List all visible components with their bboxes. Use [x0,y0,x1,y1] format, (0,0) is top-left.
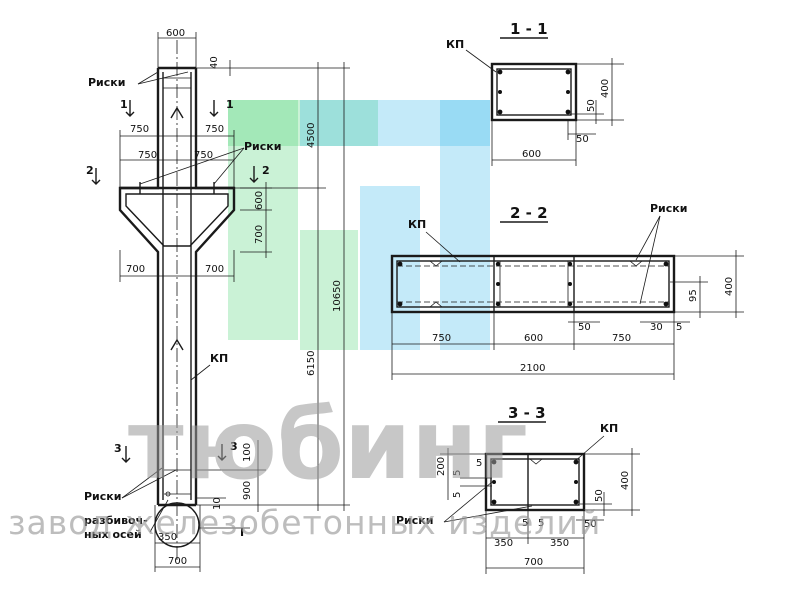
dim-s22-600: 600 [524,333,543,344]
section-2-2: 2 - 2 КП Риски 750 600 750 2100 [390,202,744,380]
dim-s33-350a: 350 [494,538,513,549]
section-3-3-kp: КП [600,422,618,435]
cut-3-right: 3 [230,440,238,453]
label-kp-column: КП [210,352,228,365]
dim-height-lower: 6150 [306,351,317,376]
dim-base-10: 10 [212,497,223,510]
section-3-3-title: 3 - 3 [508,404,546,422]
dim-half-left-2: 750 [138,150,157,161]
dim-lower-right: 700 [205,264,224,275]
dim-s33-50b: 50 [584,519,597,530]
dim-s33-350b: 350 [550,538,569,549]
dim-base-width: 700 [168,556,187,567]
label-riski-base: Риски [84,490,121,503]
dim-half-right-2: 750 [194,150,213,161]
section-1-1-title: 1 - 1 [510,20,548,38]
column-dimensions: 600 40 750 750 750 750 700 700 600 700 4… [119,28,350,572]
label-axes-2: ных осей [84,528,142,541]
dim-s22-400: 400 [724,277,735,296]
dim-base-350: 350 [158,532,177,543]
dim-s11-height: 400 [600,79,611,98]
dim-s33-5c: 5 [452,492,463,498]
dim-s33-700: 700 [524,557,543,568]
label-t-mark: I [240,526,244,539]
cut-1-right: 1 [226,98,234,111]
dim-base-100: 100 [242,443,253,462]
dim-s22-95: 95 [688,289,699,302]
dim-s11-50b: 50 [576,134,589,145]
label-axes-1: разбивоч- [84,514,148,527]
section-1-1: 1 - 1 КП 600 400 50 50 [446,20,624,166]
cut-2-left: 2 [86,164,94,177]
dim-bracket-700: 700 [254,225,265,244]
watermark-tagline: завод железобетонных изделий [8,503,601,542]
watermark-text: тюбинг завод железобетонных изделий [8,389,601,542]
section-2-2-title: 2 - 2 [510,204,548,222]
dim-s22-750a: 750 [432,333,451,344]
dim-half-left: 750 [130,124,149,135]
section-3-3-riski: Риски [396,514,433,527]
dim-base-900: 900 [242,481,253,500]
dim-s22-50: 50 [578,322,591,333]
dim-bracket-600: 600 [254,191,265,210]
watermark-logo [228,100,490,350]
dim-s33-200: 200 [436,457,447,476]
dim-s22-5: 5 [676,322,682,333]
dim-half-right: 750 [205,124,224,135]
dim-s33-50a: 50 [594,489,605,502]
dim-top-width: 600 [166,28,185,39]
section-3-3: 3 - 3 КП Риски 200 5 5 5 400 50 50 5 [396,404,640,574]
dim-s33-400: 400 [620,471,631,490]
dim-s33-5b: 5 [476,458,482,469]
dim-height-upper: 4500 [306,123,317,148]
dim-s22-750b: 750 [612,333,631,344]
label-riski-bracket: Риски [244,140,281,153]
cut-3-left: 3 [114,442,122,455]
label-riski-top: Риски [88,76,125,89]
dim-top-offset: 40 [209,56,220,69]
section-1-1-kp: КП [446,38,464,51]
dim-s22-total: 2100 [520,363,545,374]
dim-s33-5e: 5 [538,518,544,529]
dim-s11-width: 600 [522,149,541,160]
dim-s22-30: 30 [650,322,663,333]
watermark-brand: тюбинг [128,389,528,501]
column-labels: Риски Риски КП Риски разбивоч- ных осей … [84,71,281,541]
section-2-2-riski: Риски [650,202,687,215]
dim-s11-50a: 50 [586,99,597,112]
cut-2-right: 2 [262,164,270,177]
section-2-2-kp: КП [408,218,426,231]
cut-1-left: 1 [120,98,128,111]
dim-s33-5a: 5 [452,470,463,476]
dim-height-total: 10650 [332,280,343,312]
dim-lower-left: 700 [126,264,145,275]
dim-s33-5d: 5 [522,518,528,529]
